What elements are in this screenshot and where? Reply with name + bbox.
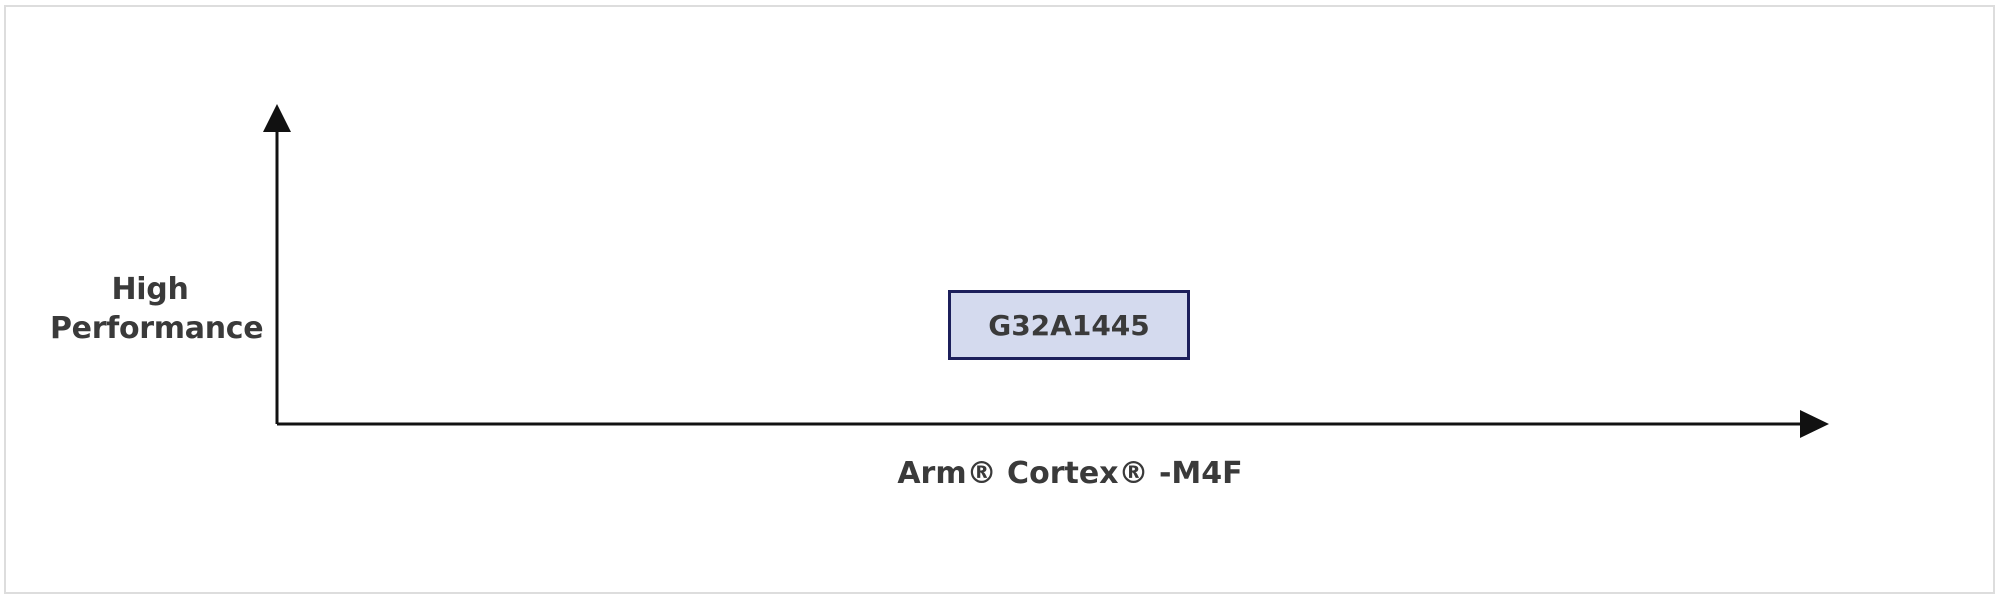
x-axis-arrow-icon (1800, 410, 1829, 438)
y-axis-arrow-icon (263, 104, 291, 132)
product-label: G32A1445 (988, 308, 1150, 342)
y-axis-label: High Performance (50, 270, 264, 348)
y-axis-label-line2: Performance (50, 311, 264, 346)
product-box: G32A1445 (948, 290, 1190, 360)
y-axis-label-line1: High (111, 272, 189, 307)
x-axis-label: Arm® Cortex® -M4F (897, 456, 1243, 491)
